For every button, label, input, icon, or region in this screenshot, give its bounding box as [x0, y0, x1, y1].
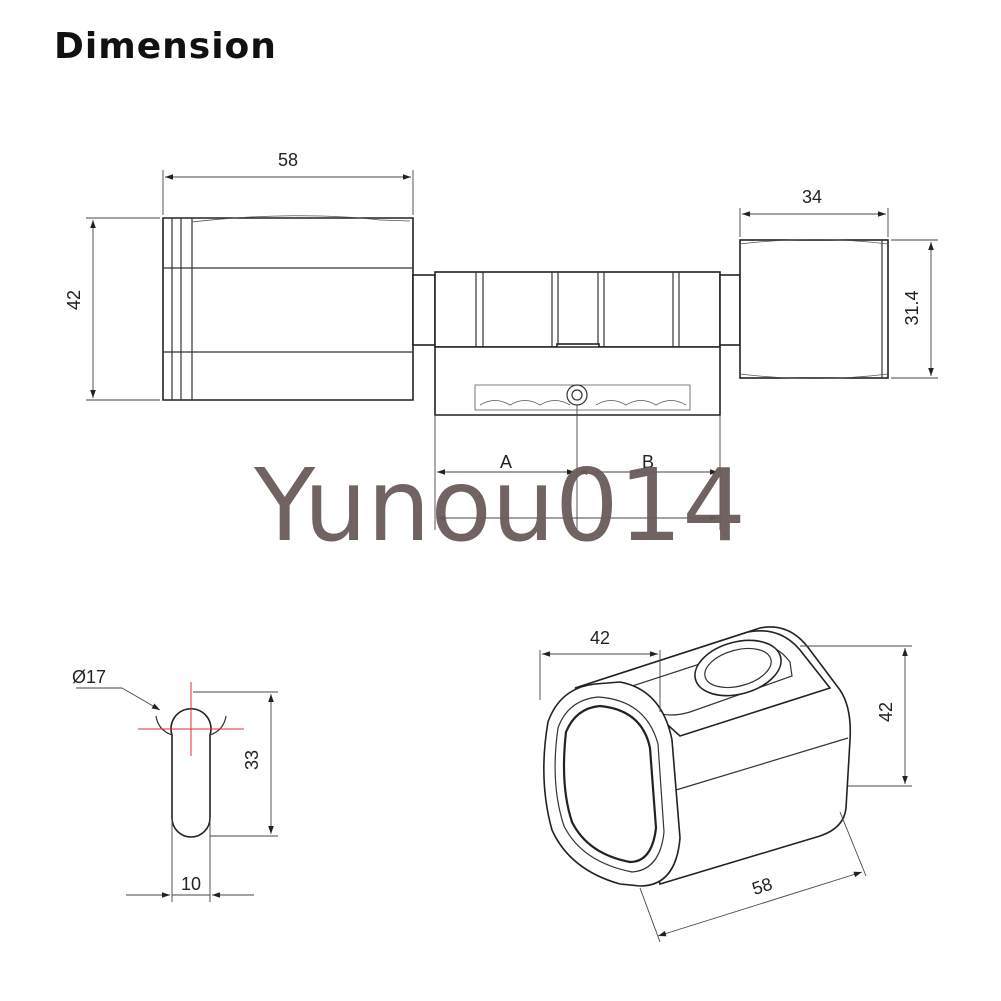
- label-iso-height: 42: [876, 702, 896, 722]
- dim-segments: A B: [434, 405, 721, 530]
- label-profile-height: 33: [242, 750, 262, 770]
- label-right-knob-length: 34: [802, 187, 822, 207]
- right-knob: [739, 239, 889, 379]
- label-left-knob-height: 42: [64, 290, 84, 310]
- label-profile-width: 10: [181, 874, 201, 894]
- label-segment-a: A: [500, 452, 512, 472]
- label-segment-b: B: [642, 452, 654, 472]
- front-view: 58 42 34 31.4 A B: [64, 150, 938, 530]
- dim-iso-height: 42: [800, 645, 912, 787]
- dim-profile-height: 33: [193, 691, 278, 837]
- cylinder-body: [412, 271, 741, 416]
- dim-left-length: 58: [162, 150, 414, 215]
- label-iso-length: 58: [750, 874, 775, 899]
- label-left-knob-length: 58: [278, 150, 298, 170]
- left-knob: [162, 215, 414, 401]
- label-diameter: Ø17: [72, 667, 106, 687]
- dim-profile-width: 10: [126, 818, 254, 902]
- dim-left-height: 42: [64, 217, 160, 401]
- dim-right-length: 34: [739, 187, 889, 237]
- page-title: Dimension: [54, 26, 277, 67]
- dim-right-height: 31.4: [891, 239, 938, 379]
- isometric-view: 42 42 58: [539, 626, 912, 943]
- profile-view: Ø17 33 10: [72, 667, 278, 902]
- dim-iso-width: 42: [539, 628, 661, 712]
- label-right-knob-height: 31.4: [902, 290, 922, 325]
- dim-diameter: Ø17: [72, 667, 161, 711]
- watermark-text: Yunou014: [253, 447, 746, 564]
- label-iso-width: 42: [590, 628, 610, 648]
